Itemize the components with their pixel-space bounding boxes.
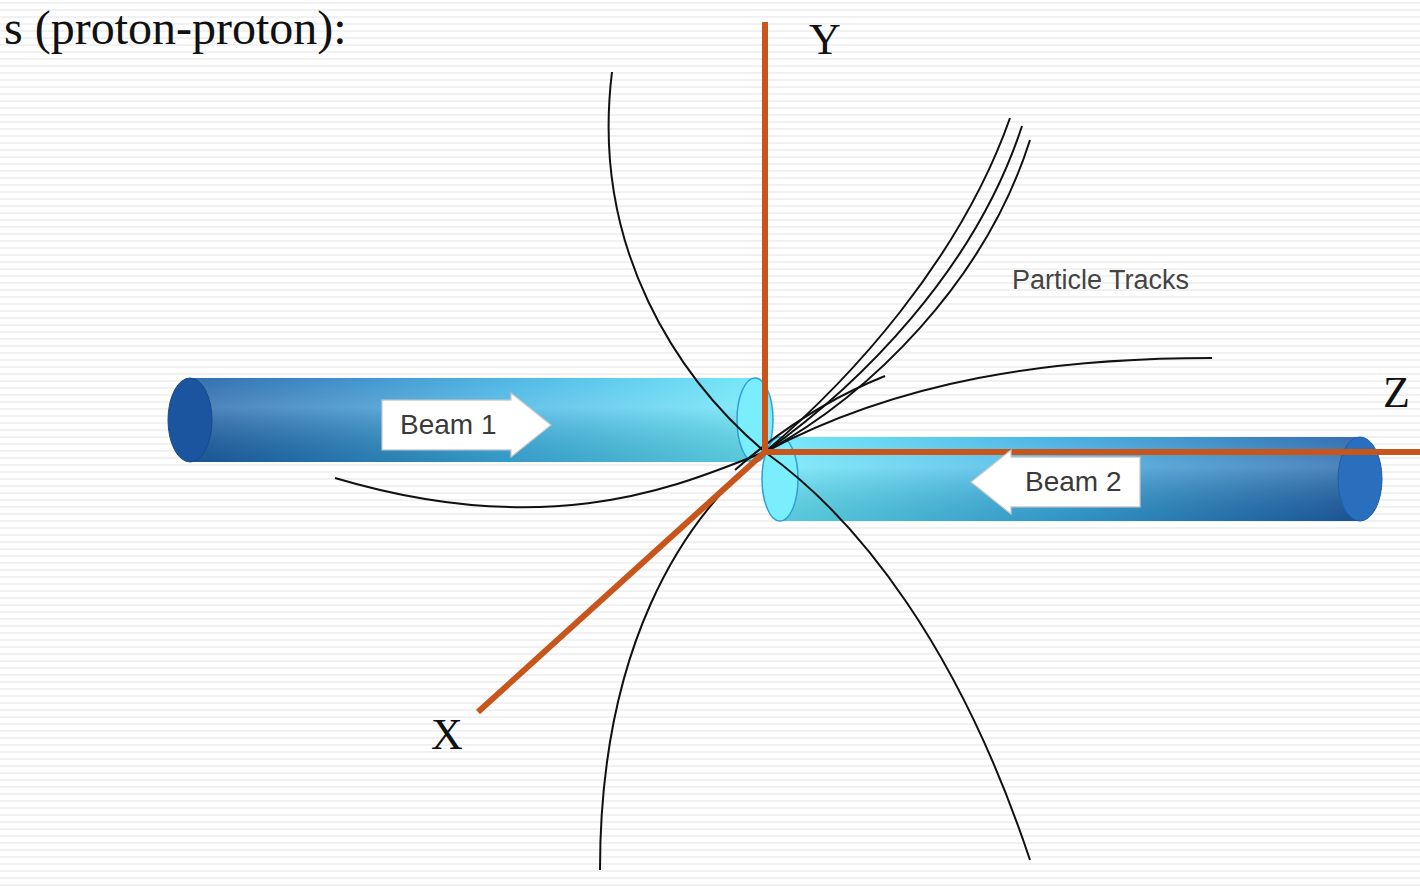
particle-tracks xyxy=(335,72,1212,870)
heading-fragment: s (proton-proton): xyxy=(4,2,347,55)
track-label: Particle Tracks xyxy=(1012,266,1189,296)
beam-label: Beam 1 xyxy=(400,409,497,441)
coordinate-axes xyxy=(478,22,1420,712)
beam-pipe-1 xyxy=(168,378,773,462)
beam-arrow: Beam 1 xyxy=(382,393,551,457)
axis-label: Z xyxy=(1383,369,1410,417)
beam-arrow: Beam 2 xyxy=(971,450,1140,514)
axis-label: X xyxy=(431,711,463,759)
arrow-shape xyxy=(382,393,551,457)
arrow-shape xyxy=(971,450,1140,514)
axis-label: Y xyxy=(809,16,841,64)
beam-label: Beam 2 xyxy=(1025,466,1122,498)
